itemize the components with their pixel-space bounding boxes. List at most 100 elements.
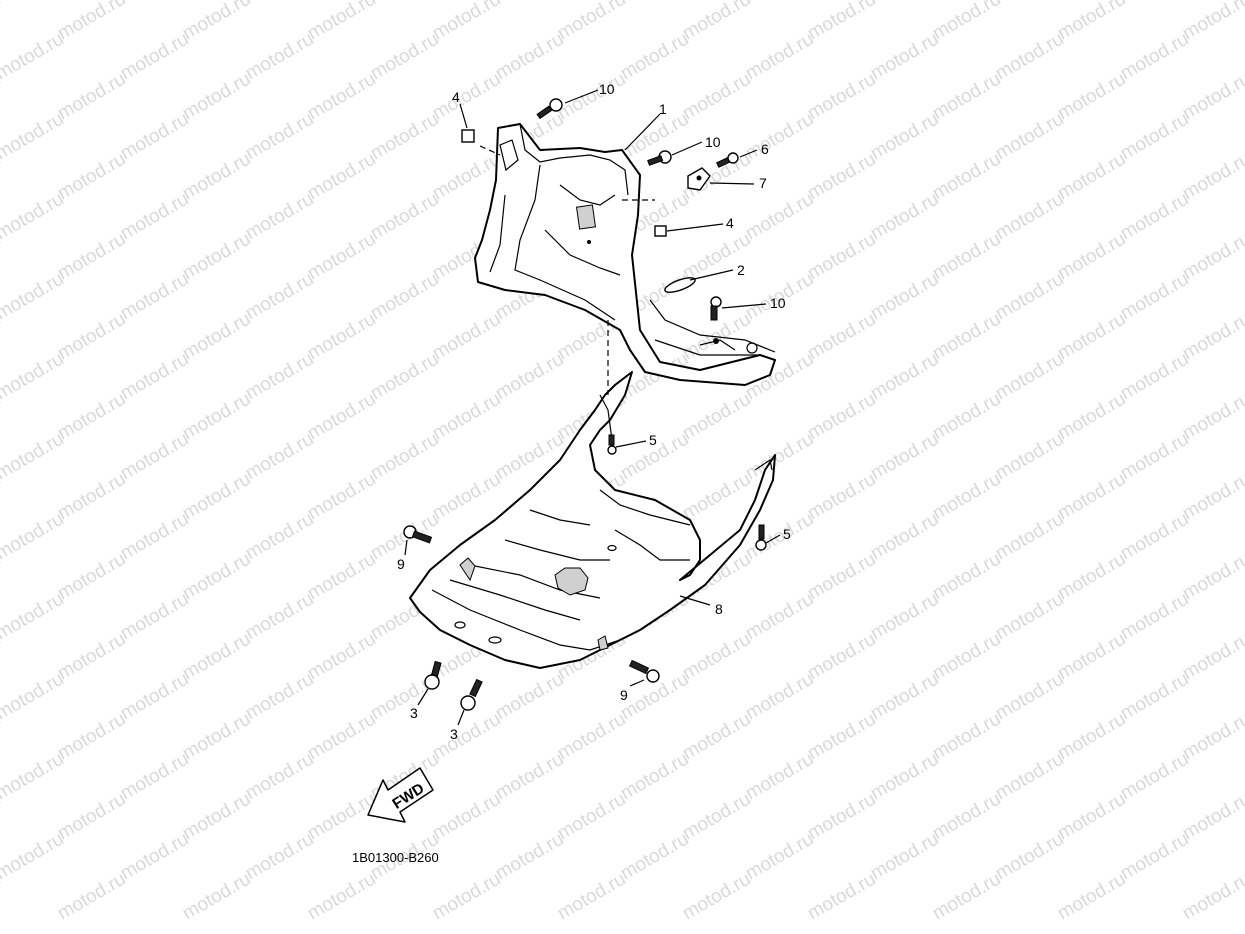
watermark-text: motod.ru bbox=[304, 869, 379, 925]
watermark-text: motod.ru bbox=[242, 0, 317, 4]
watermark-text: motod.ru bbox=[742, 669, 817, 725]
watermark-text: motod.ru bbox=[1054, 549, 1129, 605]
bolt-icon bbox=[536, 98, 563, 120]
watermark-text: motod.ru bbox=[242, 29, 317, 85]
watermark-text: motod.ru bbox=[179, 789, 254, 845]
watermark-text: motod.ru bbox=[367, 29, 442, 85]
leg-shield-part bbox=[474, 123, 776, 386]
callout-6: 6 bbox=[761, 141, 769, 157]
watermark-text: motod.ru bbox=[54, 549, 129, 605]
watermark-text: motod.ru bbox=[867, 589, 942, 645]
alignment-line bbox=[479, 145, 501, 156]
watermark-text: motod.ru bbox=[179, 309, 254, 365]
watermark-text: motod.ru bbox=[117, 829, 192, 885]
leader-lines bbox=[404, 89, 781, 726]
watermark-text: motod.ru bbox=[929, 229, 1004, 285]
watermark-text: motod.ru bbox=[1117, 189, 1192, 245]
watermark-text: motod.ru bbox=[617, 109, 692, 165]
callout-labels: 1 2 3 3 4 4 5 5 6 7 8 9 9 10 10 10 bbox=[397, 81, 791, 742]
callout-5: 5 bbox=[649, 432, 657, 448]
watermark-text: motod.ru bbox=[54, 789, 129, 845]
watermark-text: motod.ru bbox=[804, 709, 879, 765]
watermark-text: motod.ru bbox=[1179, 149, 1245, 205]
watermark-text: motod.ru bbox=[1054, 149, 1129, 205]
watermark-text: motod.ru bbox=[804, 789, 879, 845]
watermark-text: motod.ru bbox=[1179, 309, 1245, 365]
watermark-text: motod.ru bbox=[929, 389, 1004, 445]
watermark-text: motod.ru bbox=[0, 109, 67, 165]
watermark-text: motod.ru bbox=[492, 669, 567, 725]
watermark-text: motod.ru bbox=[0, 0, 4, 44]
watermark-text: motod.ru bbox=[117, 109, 192, 165]
watermark-text: motod.ru bbox=[679, 869, 754, 925]
watermark-text: motod.ru bbox=[1054, 709, 1129, 765]
watermark-text: motod.ru bbox=[929, 469, 1004, 525]
watermark-text: motod.ru bbox=[617, 0, 692, 4]
nut-icon bbox=[461, 129, 475, 143]
watermark-text: motod.ru bbox=[492, 829, 567, 885]
watermark-text: motod.ru bbox=[554, 69, 629, 125]
watermark-text: motod.ru bbox=[867, 269, 942, 325]
callout-3: 3 bbox=[450, 726, 458, 742]
watermark-text: motod.ru bbox=[117, 509, 192, 565]
watermark-text: motod.ru bbox=[679, 469, 754, 525]
watermark-text: motod.ru bbox=[242, 669, 317, 725]
watermark-text: motod.ru bbox=[179, 869, 254, 925]
watermark-text: motod.ru bbox=[242, 429, 317, 485]
watermark-text: motod.ru bbox=[179, 549, 254, 605]
callout-1: 1 bbox=[659, 101, 667, 117]
watermark-text: motod.ru bbox=[742, 189, 817, 245]
watermark-text: motod.ru bbox=[117, 0, 192, 4]
watermark-text: motod.ru bbox=[54, 149, 129, 205]
watermark-text: motod.ru bbox=[117, 29, 192, 85]
watermark-text: motod.ru bbox=[617, 749, 692, 805]
watermark-text: motod.ru bbox=[1117, 829, 1192, 885]
watermark-text: motod.ru bbox=[867, 669, 942, 725]
watermark-text: motod.ru bbox=[429, 469, 504, 525]
callout-10: 10 bbox=[705, 134, 721, 150]
watermark-text: motod.ru bbox=[1054, 789, 1129, 845]
watermark-text: motod.ru bbox=[429, 0, 504, 44]
watermark-text: motod.ru bbox=[54, 629, 129, 685]
callout-9: 9 bbox=[397, 556, 405, 572]
watermark-text: motod.ru bbox=[742, 109, 817, 165]
callout-4: 4 bbox=[726, 215, 734, 231]
watermark-text: motod.ru bbox=[1054, 229, 1129, 285]
watermark-text: motod.ru bbox=[742, 29, 817, 85]
watermark-text: motod.ru bbox=[367, 0, 442, 4]
watermark-text: motod.ru bbox=[804, 869, 879, 925]
watermark-text: motod.ru bbox=[117, 269, 192, 325]
callout-8: 8 bbox=[715, 601, 723, 617]
callout-2: 2 bbox=[737, 262, 745, 278]
watermark-text: motod.ru bbox=[54, 309, 129, 365]
watermark-text: motod.ru bbox=[1179, 869, 1245, 925]
watermark-text: motod.ru bbox=[679, 709, 754, 765]
watermark-text: motod.ru bbox=[0, 509, 67, 565]
watermark-text: motod.ru bbox=[1117, 269, 1192, 325]
watermark-text: motod.ru bbox=[679, 0, 754, 44]
watermark-text: motod.ru bbox=[804, 0, 879, 44]
watermark-text: motod.ru bbox=[1179, 69, 1245, 125]
watermark-text: motod.ru bbox=[742, 0, 817, 4]
watermark-text: motod.ru bbox=[242, 589, 317, 645]
watermark-text: motod.ru bbox=[1117, 669, 1192, 725]
watermark-text: motod.ru bbox=[367, 349, 442, 405]
watermark-text: motod.ru bbox=[0, 349, 67, 405]
watermark-text: motod.ru bbox=[367, 429, 442, 485]
watermark-text: motod.ru bbox=[1117, 109, 1192, 165]
watermark-text: motod.ru bbox=[804, 629, 879, 685]
watermark-text: motod.ru bbox=[554, 789, 629, 845]
watermark-text: motod.ru bbox=[929, 549, 1004, 605]
bolt-icon bbox=[628, 659, 660, 683]
bolt-icon bbox=[424, 660, 442, 690]
watermark-text: motod.ru bbox=[992, 669, 1067, 725]
watermark-text: motod.ru bbox=[929, 69, 1004, 125]
watermark-text: motod.ru bbox=[1179, 229, 1245, 285]
watermark-text: motod.ru bbox=[929, 709, 1004, 765]
grommet-icon bbox=[664, 277, 696, 293]
watermark-text: motod.ru bbox=[804, 389, 879, 445]
watermark-text: motod.ru bbox=[304, 69, 379, 125]
screw-icon bbox=[716, 152, 739, 168]
watermark-text: motod.ru bbox=[1179, 469, 1245, 525]
watermark-text: motod.ru bbox=[617, 829, 692, 885]
